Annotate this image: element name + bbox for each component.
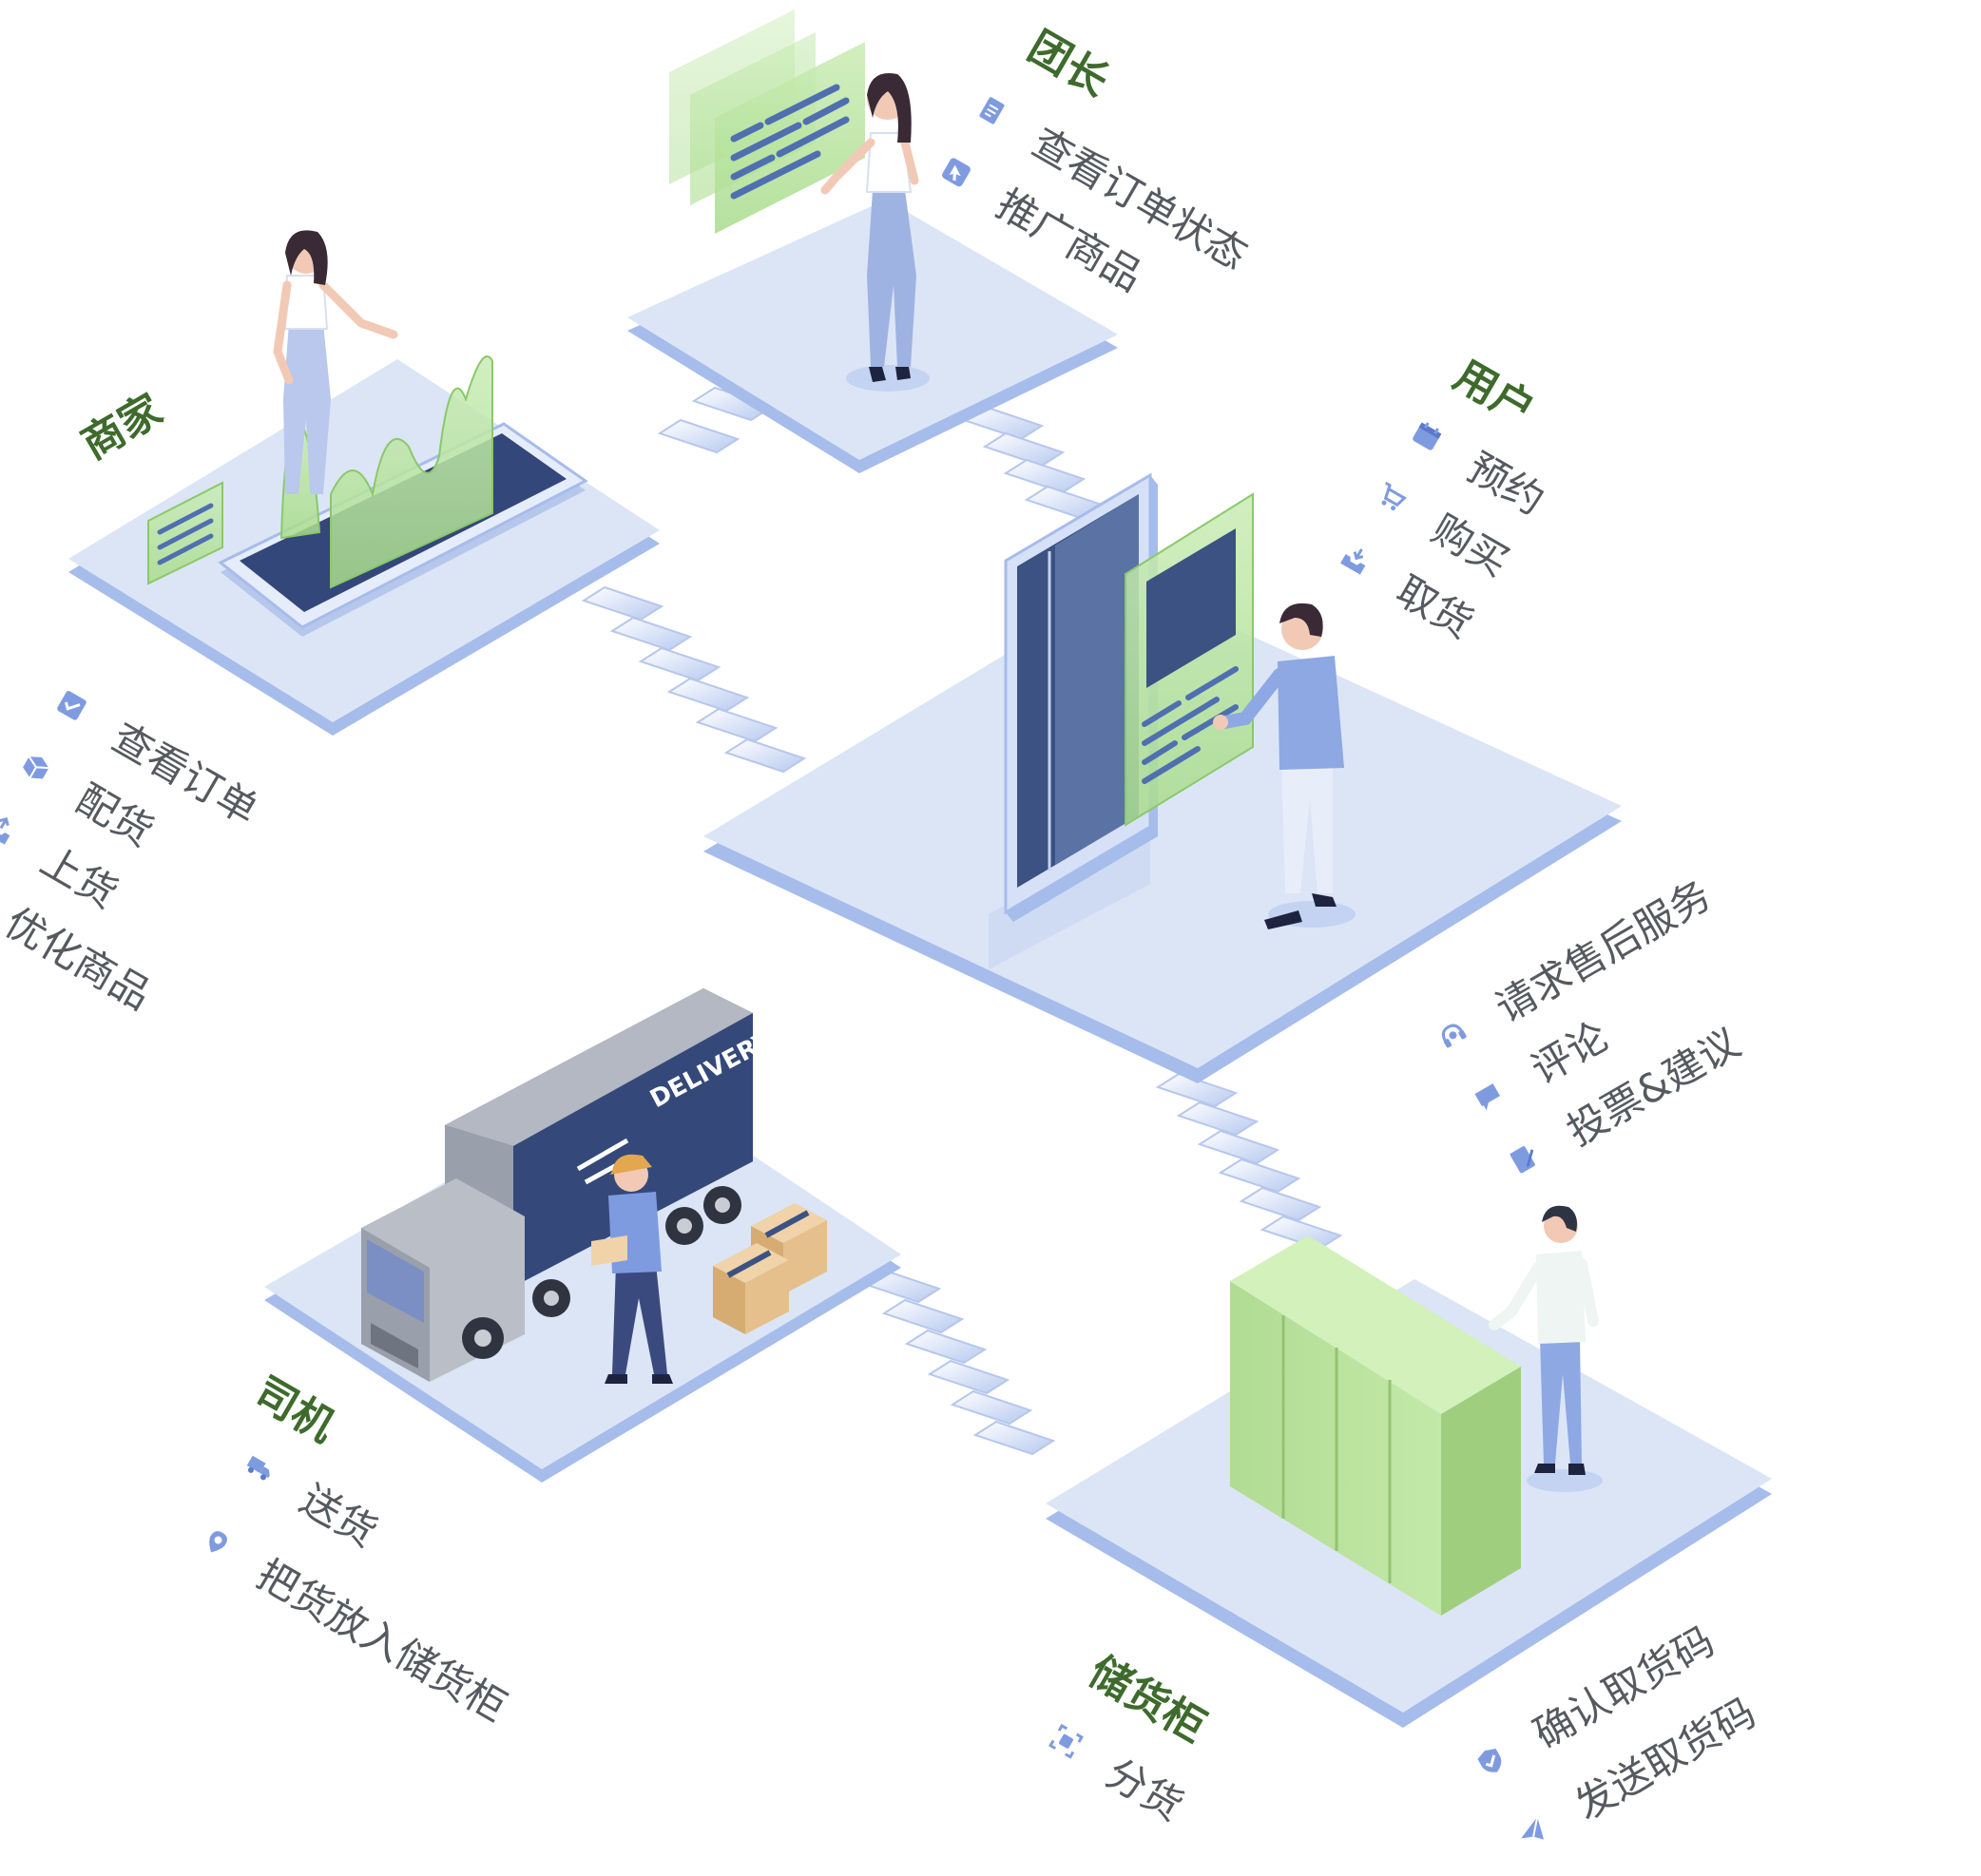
steps-user-locker xyxy=(1155,1072,1343,1251)
man-user xyxy=(1213,603,1356,929)
group-leader-features: 查看订单状态 推广商品 xyxy=(923,78,1260,354)
platform-user xyxy=(703,580,1622,1083)
list-item: 预约 xyxy=(1401,403,1557,526)
steps-driver-locker xyxy=(858,1268,1056,1456)
user-features: 预约 购买 取货 xyxy=(1323,403,1557,661)
cardboard-boxes xyxy=(713,1203,827,1334)
list-item: 查看订单状态 xyxy=(966,78,1260,281)
list-item: 推广商品 xyxy=(930,140,1223,343)
list-item: 把货放入储货柜 xyxy=(190,1510,519,1733)
tall-phone-standing xyxy=(989,472,1158,969)
locker-action-features: 确认取货码 发送取货码 xyxy=(1464,1610,1772,1876)
user-content-card xyxy=(1125,492,1254,827)
leader-floating-panels xyxy=(669,10,865,234)
locker-features: 分货 xyxy=(1033,1709,1196,1844)
man-locker xyxy=(1489,1205,1603,1492)
list-item: 查看订单 xyxy=(46,673,271,836)
merchant-features: 查看订单 配货 上货 优化商品 xyxy=(0,673,270,1033)
merchant-note-card xyxy=(147,481,223,585)
send-mail-icon xyxy=(1512,1813,1551,1852)
driver-features: 送货 把货放入储货柜 xyxy=(183,1435,562,1745)
document-icon xyxy=(972,90,1011,129)
list-item: 确认取货码 xyxy=(1464,1610,1723,1793)
list-item: 评论 xyxy=(1462,926,1756,1129)
cart-icon xyxy=(1373,477,1412,516)
package-icon xyxy=(17,747,56,786)
inbox-upload-icon xyxy=(0,809,20,848)
user-service-features: 请求售后服务 评论 投票&建议 xyxy=(1426,864,1798,1202)
steps-merchant-user xyxy=(581,585,807,774)
delivery-man xyxy=(591,1154,673,1384)
list-item: 送货 xyxy=(234,1435,563,1658)
check-box-icon xyxy=(52,685,91,724)
edit-doc-icon xyxy=(1505,1139,1544,1177)
woman-group-leader xyxy=(820,72,930,392)
truck-icon xyxy=(240,1447,279,1486)
inbox-download-icon xyxy=(1337,539,1375,578)
calendar-icon xyxy=(1408,415,1447,454)
scan-icon xyxy=(1047,1721,1086,1760)
list-item: 购买 xyxy=(1365,465,1521,588)
chat-icon xyxy=(1469,1077,1508,1116)
list-item: 发送取货码 xyxy=(1506,1681,1765,1865)
shield-check-icon xyxy=(1471,1741,1510,1780)
location-pin-icon xyxy=(198,1522,237,1561)
list-item: 请求售后服务 xyxy=(1426,864,1720,1067)
headset-icon xyxy=(1433,1015,1472,1054)
list-item: 分货 xyxy=(1040,1709,1196,1832)
cursor-click-icon xyxy=(937,152,976,191)
list-item: 投票&建议 xyxy=(1497,987,1791,1191)
list-item: 取货 xyxy=(1330,526,1486,650)
list-item: 配货 xyxy=(10,735,235,898)
list-item: 上货 xyxy=(0,796,199,960)
storage-locker xyxy=(1230,1235,1521,1616)
woman-merchant xyxy=(273,230,398,494)
steps-leader-user xyxy=(961,405,1107,521)
